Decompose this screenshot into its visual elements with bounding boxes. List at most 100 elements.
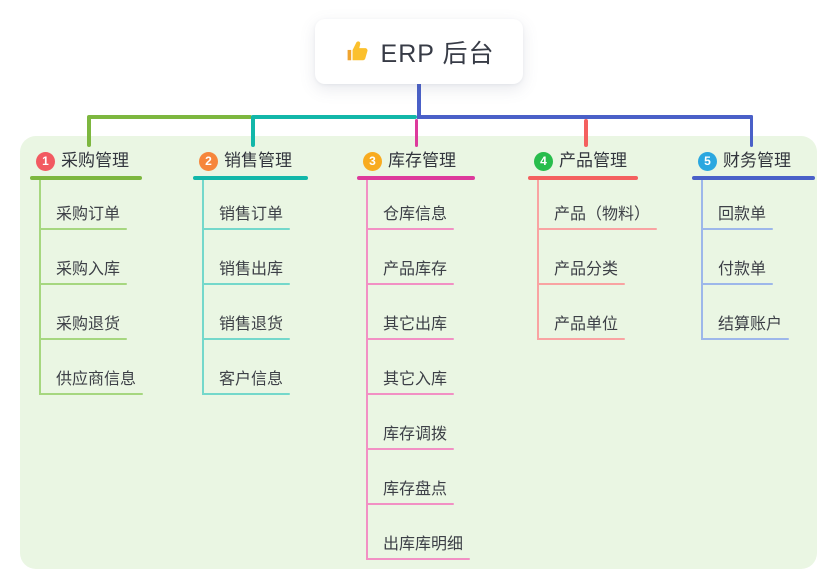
root-node[interactable]: ERP 后台 [315, 19, 523, 84]
bus-connector-line [252, 115, 417, 119]
child-underline [366, 228, 454, 230]
branch-title: 财务管理 [723, 151, 791, 170]
child-node[interactable]: 库存调拨 [366, 425, 454, 450]
branch-node-sales[interactable]: 2 销售管理 [193, 146, 308, 180]
branch-badge: 4 [534, 152, 553, 171]
child-label: 销售出库 [219, 261, 284, 278]
child-node[interactable]: 客户信息 [202, 370, 290, 395]
child-underline [202, 338, 290, 340]
child-label: 结算账户 [718, 316, 783, 333]
child-node[interactable]: 产品库存 [366, 260, 454, 285]
mindmap-panel [20, 136, 817, 569]
branch-children-trunk [537, 179, 539, 340]
child-underline [366, 283, 454, 285]
branch-children-trunk [366, 179, 368, 560]
thumbs-up-icon [344, 38, 371, 65]
child-label: 出库库明细 [383, 536, 464, 553]
child-node[interactable]: 其它出库 [366, 315, 454, 340]
child-underline [39, 393, 143, 395]
child-node[interactable]: 付款单 [701, 260, 773, 285]
child-node[interactable]: 销售订单 [202, 205, 290, 230]
branch-badge: 3 [363, 152, 382, 171]
branch-underline [528, 176, 638, 180]
branch-title: 产品管理 [559, 151, 627, 170]
child-underline [366, 393, 454, 395]
child-underline [366, 558, 470, 560]
child-underline [39, 228, 127, 230]
child-label: 仓库信息 [383, 206, 448, 223]
branch-node-finance[interactable]: 5 财务管理 [692, 146, 815, 180]
child-node[interactable]: 仓库信息 [366, 205, 454, 230]
branch-children-trunk [202, 179, 204, 395]
child-underline [366, 503, 454, 505]
branch-underline [30, 176, 142, 180]
child-node[interactable]: 销售出库 [202, 260, 290, 285]
child-node[interactable]: 供应商信息 [39, 370, 143, 395]
branch-title: 销售管理 [224, 151, 292, 170]
bus-connector-line [417, 115, 753, 119]
branch-connector-line [251, 115, 255, 147]
child-node[interactable]: 产品单位 [537, 315, 625, 340]
child-underline [701, 228, 773, 230]
child-label: 采购退货 [56, 316, 121, 333]
branch-children-trunk [39, 179, 41, 395]
branch-title: 库存管理 [388, 151, 456, 170]
child-label: 采购入库 [56, 261, 121, 278]
child-underline [202, 393, 290, 395]
root-title: ERP 后台 [380, 39, 495, 68]
branch-underline [193, 176, 308, 180]
branch-node-inventory[interactable]: 3 库存管理 [357, 146, 475, 180]
child-underline [39, 338, 127, 340]
child-underline [537, 338, 625, 340]
branch-node-procurement[interactable]: 1 采购管理 [30, 146, 142, 180]
child-label: 产品分类 [554, 261, 619, 278]
branch-connector-line [749, 115, 753, 147]
child-label: 其它入库 [383, 371, 448, 388]
branch-children-trunk [701, 179, 703, 340]
child-node[interactable]: 采购退货 [39, 315, 127, 340]
root-connector-line [416, 84, 421, 119]
child-node[interactable]: 出库库明细 [366, 535, 470, 560]
child-label: 付款单 [718, 261, 767, 278]
branch-title: 采购管理 [61, 151, 129, 170]
child-label: 其它出库 [383, 316, 448, 333]
child-underline [366, 338, 454, 340]
branch-badge: 5 [698, 152, 717, 171]
branch-connector-line [584, 119, 588, 147]
child-label: 产品（物料） [554, 206, 651, 223]
child-label: 销售订单 [219, 206, 284, 223]
child-label: 销售退货 [219, 316, 284, 333]
branch-connector-line [414, 119, 418, 147]
child-label: 产品库存 [383, 261, 448, 278]
child-node[interactable]: 产品分类 [537, 260, 625, 285]
child-label: 采购订单 [56, 206, 121, 223]
child-label: 库存调拨 [383, 426, 448, 443]
child-underline [366, 448, 454, 450]
child-node[interactable]: 库存盘点 [366, 480, 454, 505]
child-node[interactable]: 回款单 [701, 205, 773, 230]
branch-badge: 1 [36, 152, 55, 171]
child-underline [701, 338, 789, 340]
child-node[interactable]: 采购订单 [39, 205, 127, 230]
branch-underline [692, 176, 815, 180]
child-node[interactable]: 销售退货 [202, 315, 290, 340]
child-label: 客户信息 [219, 371, 284, 388]
bus-connector-line [88, 115, 252, 119]
child-node[interactable]: 产品（物料） [537, 205, 657, 230]
child-underline [701, 283, 773, 285]
child-node[interactable]: 其它入库 [366, 370, 454, 395]
child-underline [202, 283, 290, 285]
branch-node-product[interactable]: 4 产品管理 [528, 146, 638, 180]
child-node[interactable]: 结算账户 [701, 315, 789, 340]
branch-badge: 2 [199, 152, 218, 171]
child-label: 回款单 [718, 206, 767, 223]
child-label: 产品单位 [554, 316, 619, 333]
child-label: 供应商信息 [56, 371, 137, 388]
child-underline [537, 283, 625, 285]
branch-connector-line [87, 115, 91, 147]
child-node[interactable]: 采购入库 [39, 260, 127, 285]
child-underline [537, 228, 657, 230]
child-underline [39, 283, 127, 285]
branch-underline [357, 176, 475, 180]
